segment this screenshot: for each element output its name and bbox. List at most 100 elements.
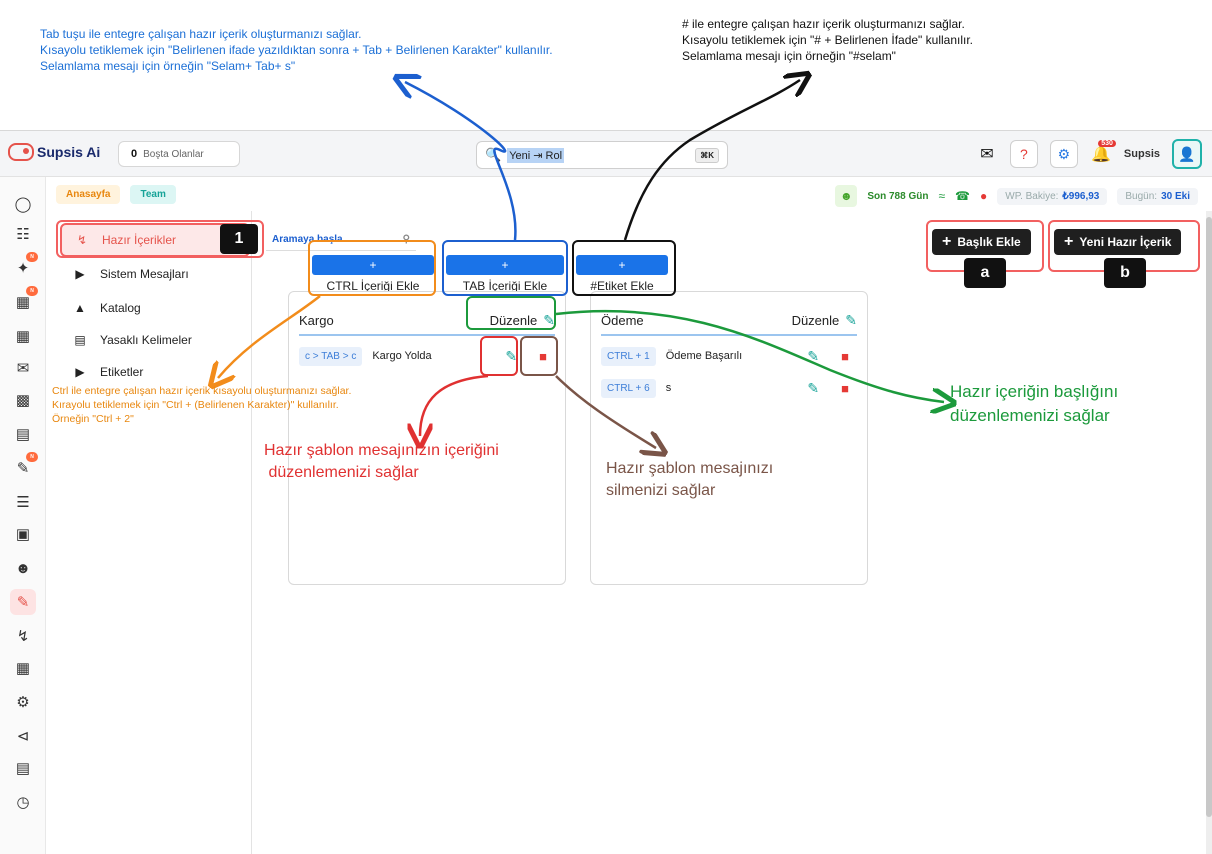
store-icon[interactable]: ▤ (15, 760, 31, 777)
pen-icon[interactable]: ✎ (10, 589, 36, 615)
card-title: Kargo (299, 312, 334, 328)
document-icon[interactable]: ▤ (15, 426, 31, 443)
inbox-icon[interactable]: ▣ (15, 526, 31, 543)
chat-bubbles-icon (8, 143, 34, 161)
idle-count: 0 (131, 148, 138, 160)
sidebar-item-label: Hazır İçerikler (102, 233, 177, 247)
edit-row-icon[interactable]: ✎ (807, 347, 820, 364)
tab-add-button[interactable]: + (446, 255, 564, 275)
megaphone-icon: ▶ (75, 267, 85, 281)
gear-icon[interactable]: ⚙ (16, 694, 30, 711)
tab-add-label[interactable]: TAB İçeriği Ekle (462, 279, 548, 293)
user-name[interactable]: Supsis (1123, 148, 1160, 160)
hash-add-label[interactable]: #Etiket Ekle (590, 279, 654, 293)
idle-agents-pill[interactable]: 0 Boşta Olanlar (118, 141, 240, 167)
notification-bell-icon[interactable]: 🔔 530 (1090, 140, 1116, 168)
content-search-input[interactable]: Aramaya başla ⚲ (266, 229, 416, 251)
whatsapp-icon: ☎ (955, 189, 970, 203)
plus-icon: + (618, 258, 626, 272)
envelope-icon[interactable]: ✉ (16, 360, 30, 377)
grid-icon[interactable]: ▦N (10, 286, 38, 315)
days-remaining: Son 788 Gün (867, 190, 929, 202)
delete-row-icon[interactable]: ■ (539, 348, 547, 364)
today-label: Bugün: (1125, 190, 1158, 202)
edit-title-label: Düzenle (489, 312, 538, 328)
list-item: CTRL + 6 s ✎ ■ (601, 374, 857, 402)
balance-value: ₺996,93 (1062, 190, 1100, 202)
mail-icon[interactable]: ✉ (980, 146, 994, 163)
clock-icon[interactable]: ◷ (16, 794, 30, 811)
share-icon[interactable]: ⊲ (16, 728, 30, 745)
users-icon[interactable]: ☻ (15, 559, 31, 577)
search-shortcut-hint: ⌘K (695, 147, 719, 163)
letter-badge-a: a (964, 258, 1006, 288)
report-icon[interactable]: ✎N (10, 452, 38, 481)
ctrl-add-button[interactable]: + (312, 255, 434, 275)
edit-row-icon[interactable]: ✎ (807, 379, 820, 396)
brand-logo[interactable]: Supsis Ai (8, 143, 100, 161)
add-title-button[interactable]: + Başlık Ekle (932, 229, 1031, 255)
content-sidebar: ↯ Hazır İçerikler ▶ Sistem Mesajları ▲ K… (46, 211, 252, 854)
shortcut-badge: c > TAB > c (299, 346, 363, 366)
wp-balance: WP. Bakiye:₺996,93 (997, 187, 1108, 205)
number-badge-1: 1 (220, 224, 258, 254)
delete-row-icon[interactable]: ■ (841, 380, 849, 396)
new-badge: N (26, 252, 38, 262)
new-badge: N (26, 452, 38, 462)
edit-title-label: Düzenle (791, 312, 840, 328)
card-header: Kargo Düzenle ✎ (299, 306, 555, 336)
sidebar-item-label: Yasaklı Kelimeler (100, 333, 192, 347)
sidebar-item-yasakli-kelimeler[interactable]: ▤ Yasaklı Kelimeler (60, 323, 250, 357)
card-title: Ödeme (601, 312, 644, 328)
help-icon[interactable]: ? (1009, 140, 1038, 168)
search-icon: ⚲ (402, 234, 410, 245)
edit-title-button[interactable]: Düzenle ✎ (792, 312, 857, 329)
new-content-button[interactable]: + Yeni Hazır İçerik (1054, 229, 1182, 255)
icon-rail: ◯ ☷ ✦N ▦N ▦ ✉ ▩ ▤ ✎N ☰ ▣ ☻ ✎ ↯ ▦ ⚙ ⊲ ▤ ◷ (0, 177, 46, 854)
balance-label: WP. Bakiye: (1005, 190, 1059, 202)
search-icon: 🔍 (485, 147, 502, 162)
edit-row-annotation: Hazır şablon mesajınızın içeriğini düzen… (264, 442, 499, 481)
sidebar-item-etiketler[interactable]: ▶ Etiketler (60, 355, 250, 389)
delete-row-annotation: Hazır şablon mesajınızı silmenizi sağlar (606, 460, 774, 499)
breadcrumb-home[interactable]: Anasayfa (56, 185, 121, 204)
calendar-icon[interactable]: ▩ (15, 392, 31, 409)
contact-card-icon[interactable]: ▦ (15, 328, 31, 345)
card-header: Ödeme Düzenle ✎ (601, 306, 857, 336)
today-value: 30 Eki (1161, 190, 1190, 202)
shortcut-badge: CTRL + 6 (601, 378, 656, 398)
pen-icon: ✎ (845, 311, 857, 328)
lightning-icon[interactable]: ↯ (16, 628, 30, 645)
plus-icon: + (369, 258, 377, 272)
global-search-input[interactable]: 🔍 Yeni ⇥ Rol ⌘K (476, 141, 728, 169)
sidebar-item-label: Katalog (100, 301, 141, 315)
row-text: Ödeme Başarılı (665, 350, 743, 362)
scrollbar-thumb[interactable] (1206, 217, 1212, 817)
breadcrumb-team[interactable]: Team (130, 185, 176, 204)
tab-annotation: Tab tuşu ile entegre çalışan hazır içeri… (40, 27, 553, 73)
delete-row-icon[interactable]: ■ (841, 348, 849, 364)
status-row: ☻ Son 788 Gün ≈ ☎ ● WP. Bakiye:₺996,93 B… (835, 185, 1198, 207)
chat-icon[interactable]: ◯ (14, 196, 32, 213)
main-content: Aramaya başla ⚲ + CTRL İçeriği Ekle + TA… (262, 211, 1212, 854)
ticket-icon[interactable]: ☰ (16, 494, 30, 511)
apps-icon[interactable]: ▦ (15, 660, 31, 677)
search-placeholder: Aramaya başla (272, 234, 343, 245)
sidebar-item-katalog[interactable]: ▲ Katalog (60, 291, 250, 325)
bot-icon[interactable]: ☷ (16, 226, 30, 243)
hash-add-button[interactable]: + (576, 255, 668, 275)
top-bar: Supsis Ai 0 Boşta Olanlar 🔍 Yeni ⇥ Rol ⌘… (0, 131, 1212, 177)
list-item: c > TAB > c Kargo Yolda ✎ ■ (299, 342, 555, 370)
flow-icon[interactable]: ✦N (10, 252, 38, 281)
edit-title-button[interactable]: Düzenle ✎ (490, 312, 555, 329)
sidebar-item-sistem-mesajlari[interactable]: ▶ Sistem Mesajları (60, 257, 250, 291)
letter-badge-b: b (1104, 258, 1146, 288)
row-text: s (665, 382, 672, 394)
ctrl-annotation: Ctrl ile entegre çalışan hazır içerik kı… (52, 385, 352, 425)
edit-row-icon[interactable]: ✎ (505, 347, 518, 364)
settings-icon[interactable]: ⚙ (1049, 140, 1078, 168)
avatar[interactable]: 👤 (1172, 139, 1202, 169)
robot-icon: ☻ (835, 185, 858, 207)
ctrl-add-label[interactable]: CTRL İçeriği Ekle (326, 279, 420, 293)
content-card-odeme: Ödeme Düzenle ✎ CTRL + 1 Ödeme Başarılı … (590, 291, 868, 585)
